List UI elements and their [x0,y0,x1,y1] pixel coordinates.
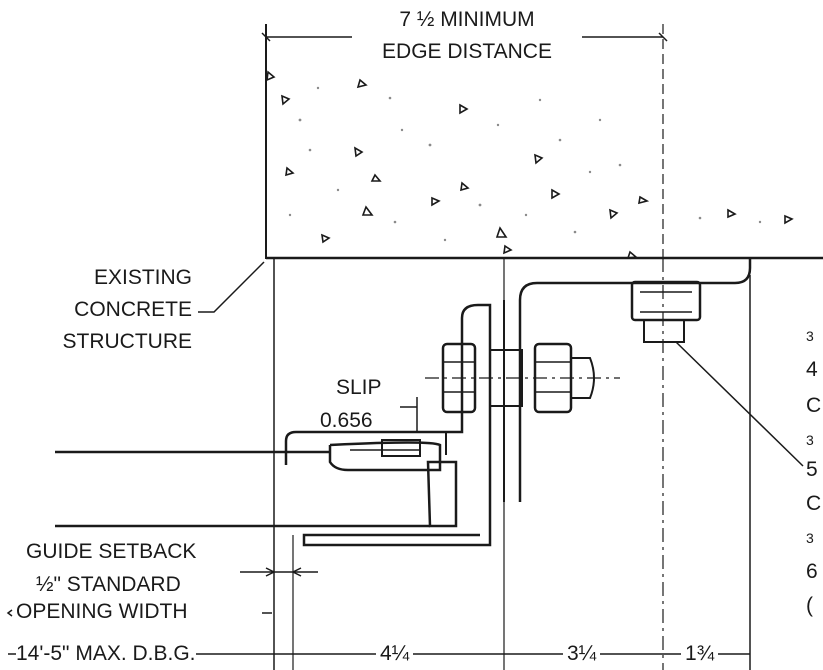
guide-setback-label: GUIDE SETBACK [26,540,197,563]
edge-distance-tick-right [658,32,668,42]
anchor-leader [675,341,804,467]
right-note-fragment-1: 3 [806,328,814,344]
anchor-nut [630,280,702,322]
dim-3-1-4: 3¼ [563,642,601,666]
opening-width-label: OPENING WIDTH [16,600,188,624]
right-note-fragment-9: ( [806,594,813,617]
rail-clip-angle [284,303,492,547]
edge-distance-subtitle: EDGE DISTANCE [382,40,552,63]
dim-1-3-4: 1¾ [681,642,719,666]
right-note-fragment-7: 3 [806,530,814,546]
right-note-fragment-5: 5 [806,458,818,481]
structure-label: STRUCTURE [62,330,193,353]
dim-4-1-4: 4¼ [376,642,414,666]
concrete-aggregate [266,70,794,259]
existing-label: EXISTING [93,266,192,289]
clip-block [381,439,421,457]
anchor-bolt-stub [643,319,685,343]
concrete-label: CONCRETE [74,298,192,321]
edge-distance-title: 7 ½ MINIMUM [354,8,580,32]
right-note-fragment-4: 3 [806,432,814,448]
concrete-dots [288,86,762,242]
edge-distance-tick-left [261,32,271,42]
right-note-fragment-3: C [806,394,822,417]
right-note-fragment-8: 6 [806,560,818,583]
bolt-head-left [441,342,477,414]
slip-label: SLIP [336,376,382,399]
rail-clip [426,460,458,528]
right-note-fragment-6: C [806,492,822,515]
slip-value: 0.656 [320,409,373,432]
concrete-leader [198,261,265,313]
standard-label: ½" STANDARD [36,573,181,596]
right-note-fragment-2: 4 [806,358,818,381]
max-dbg-label: 14'-5" MAX. D.B.G. [16,642,196,666]
